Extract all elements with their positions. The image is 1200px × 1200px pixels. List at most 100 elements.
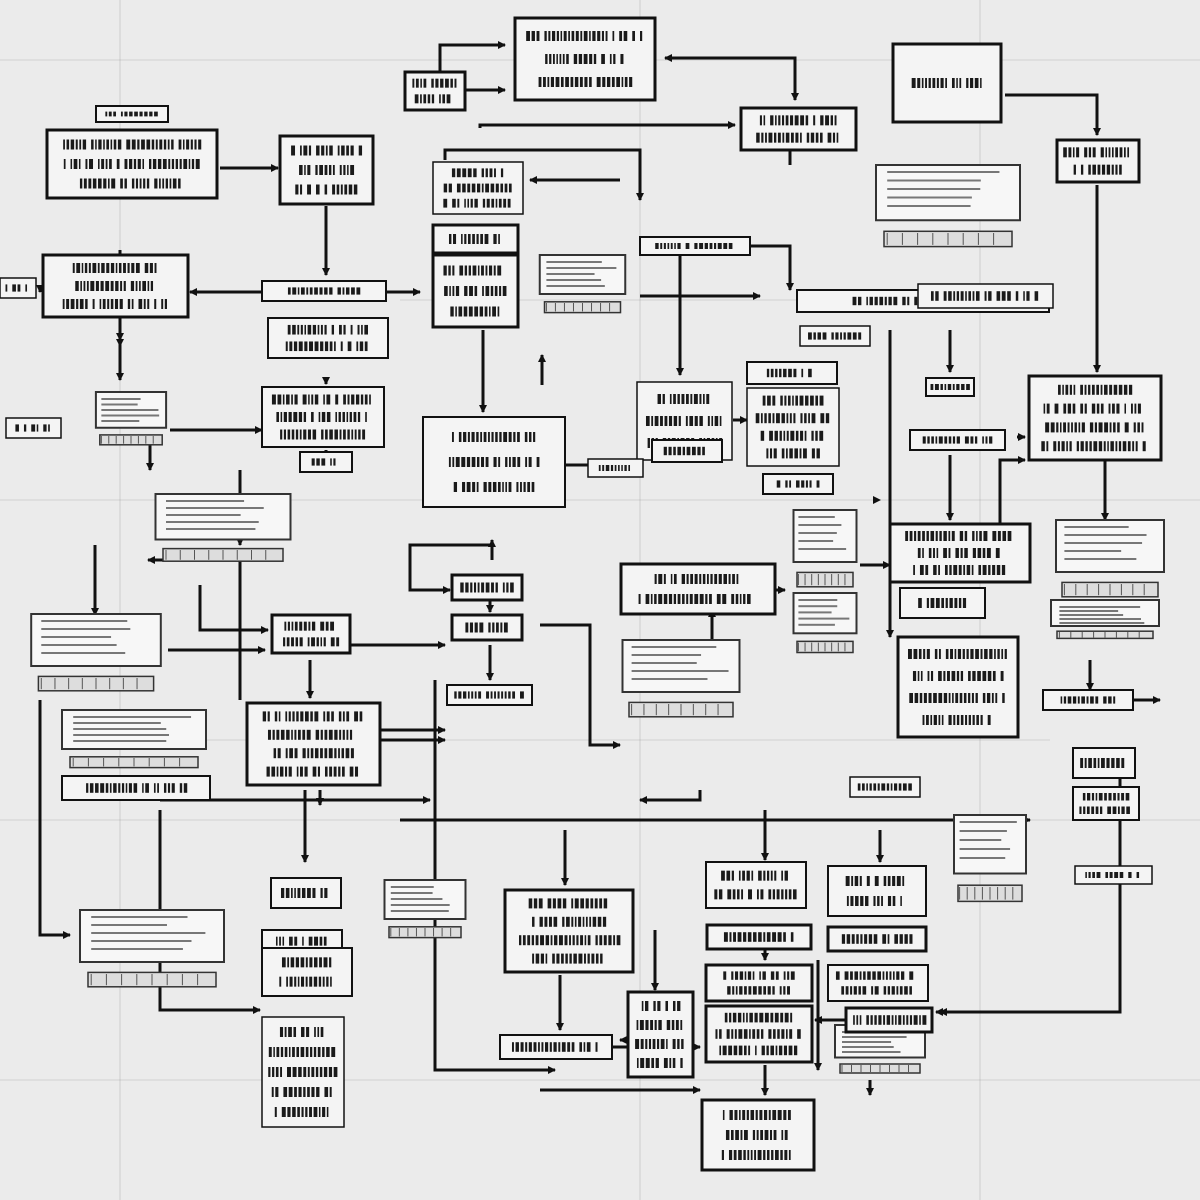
glyph-stroke [358, 429, 361, 440]
glyph-stroke [883, 876, 887, 886]
glyph-stroke [1115, 441, 1118, 452]
glyph-stroke [274, 1107, 277, 1117]
glyph-stroke [960, 715, 964, 725]
glyph-stroke [1060, 422, 1062, 433]
glyph-stroke [338, 748, 340, 759]
glyph-stroke [1095, 806, 1099, 814]
process-box [909, 429, 1006, 451]
glyph-stroke [766, 448, 769, 459]
glyph-stroke [291, 429, 295, 440]
glyph-stroke [773, 132, 777, 143]
glyph-stroke [329, 957, 332, 968]
glyph-stroke [716, 594, 721, 604]
glyph-stroke [115, 263, 118, 273]
glyph-stroke [847, 332, 852, 340]
glyph-stroke [571, 898, 574, 909]
glyph-stroke [358, 145, 363, 156]
glyph-stroke [168, 159, 171, 169]
glyph-stroke [75, 281, 79, 291]
glyph-stroke [522, 935, 526, 946]
illegible-label-text [1079, 806, 1130, 814]
glyph-stroke [886, 1015, 891, 1025]
glyph-stroke [726, 870, 731, 881]
arrow-connector [1005, 93, 1101, 136]
glyph-stroke [533, 1042, 537, 1052]
glyph-stroke [922, 436, 926, 444]
glyph-stroke [930, 291, 934, 301]
glyph-stroke [759, 1110, 763, 1120]
glyph-stroke [735, 594, 739, 604]
glyph-stroke [883, 1015, 886, 1025]
glyph-stroke [303, 145, 308, 156]
glyph-stroke [809, 480, 812, 488]
glyph-stroke [668, 594, 673, 604]
glyph-stroke [904, 986, 908, 995]
glyph-stroke [831, 332, 834, 340]
glyph-stroke [190, 139, 193, 150]
glyph-stroke [566, 54, 569, 64]
glyph-stroke [139, 281, 141, 291]
glyph-stroke [535, 935, 539, 946]
glyph-stroke [864, 934, 868, 944]
glyph-stroke [677, 394, 680, 404]
glyph-stroke [1112, 403, 1115, 414]
illegible-label-text [528, 898, 608, 909]
glyph-stroke [600, 953, 603, 964]
glyph-stroke [752, 986, 757, 995]
glyph-stroke [295, 429, 299, 440]
glyph-stroke [815, 132, 819, 143]
screen-text-line [1059, 610, 1119, 612]
glyph-stroke [457, 198, 460, 208]
screen-text-line [1064, 526, 1129, 528]
glyph-stroke [590, 898, 594, 909]
illegible-label-text [281, 957, 332, 968]
glyph-stroke [756, 889, 759, 900]
glyph-stroke [966, 384, 970, 390]
glyph-stroke [702, 574, 706, 584]
process-box [705, 923, 813, 951]
screen-text-line [390, 898, 443, 900]
glyph-stroke [907, 296, 910, 306]
glyph-stroke [672, 1039, 676, 1049]
glyph-stroke [854, 971, 859, 980]
glyph-stroke [1113, 793, 1116, 801]
screen-text-line [546, 273, 595, 275]
glyph-stroke [564, 935, 568, 946]
glyph-stroke [640, 1058, 645, 1068]
glyph-stroke [415, 78, 419, 88]
illegible-label-text [15, 424, 50, 432]
glyph-stroke [857, 783, 861, 791]
illegible-label-text [918, 598, 967, 608]
glyph-stroke [667, 243, 670, 249]
glyph-stroke [917, 671, 920, 681]
glyph-stroke [70, 299, 75, 309]
glyph-stroke [755, 413, 760, 424]
glyph-stroke [556, 31, 559, 41]
glyph-stroke [309, 1107, 312, 1117]
illegible-label-text [284, 621, 335, 631]
glyph-stroke [1053, 441, 1057, 452]
glyph-stroke [902, 783, 907, 791]
illegible-label-text [412, 78, 457, 88]
glyph-stroke [852, 296, 857, 306]
glyph-stroke [1096, 872, 1101, 878]
glyph-stroke [153, 783, 156, 793]
glyph-stroke [460, 582, 464, 593]
glyph-stroke [988, 291, 992, 301]
glyph-stroke [775, 1150, 779, 1160]
glyph-stroke [63, 159, 66, 169]
illegible-label-text [5, 284, 28, 292]
glyph-stroke [597, 31, 601, 41]
glyph-stroke [523, 482, 526, 492]
box-border [739, 106, 858, 152]
glyph-stroke [795, 430, 799, 441]
illegible-label-text [1085, 872, 1140, 878]
glyph-stroke [669, 394, 672, 404]
glyph-stroke [324, 287, 328, 295]
glyph-stroke [283, 637, 286, 647]
glyph-stroke [292, 1107, 296, 1117]
illegible-label-text [715, 1029, 801, 1039]
glyph-stroke [133, 159, 137, 169]
glyph-stroke [329, 145, 333, 156]
screen-text-line [390, 904, 450, 906]
